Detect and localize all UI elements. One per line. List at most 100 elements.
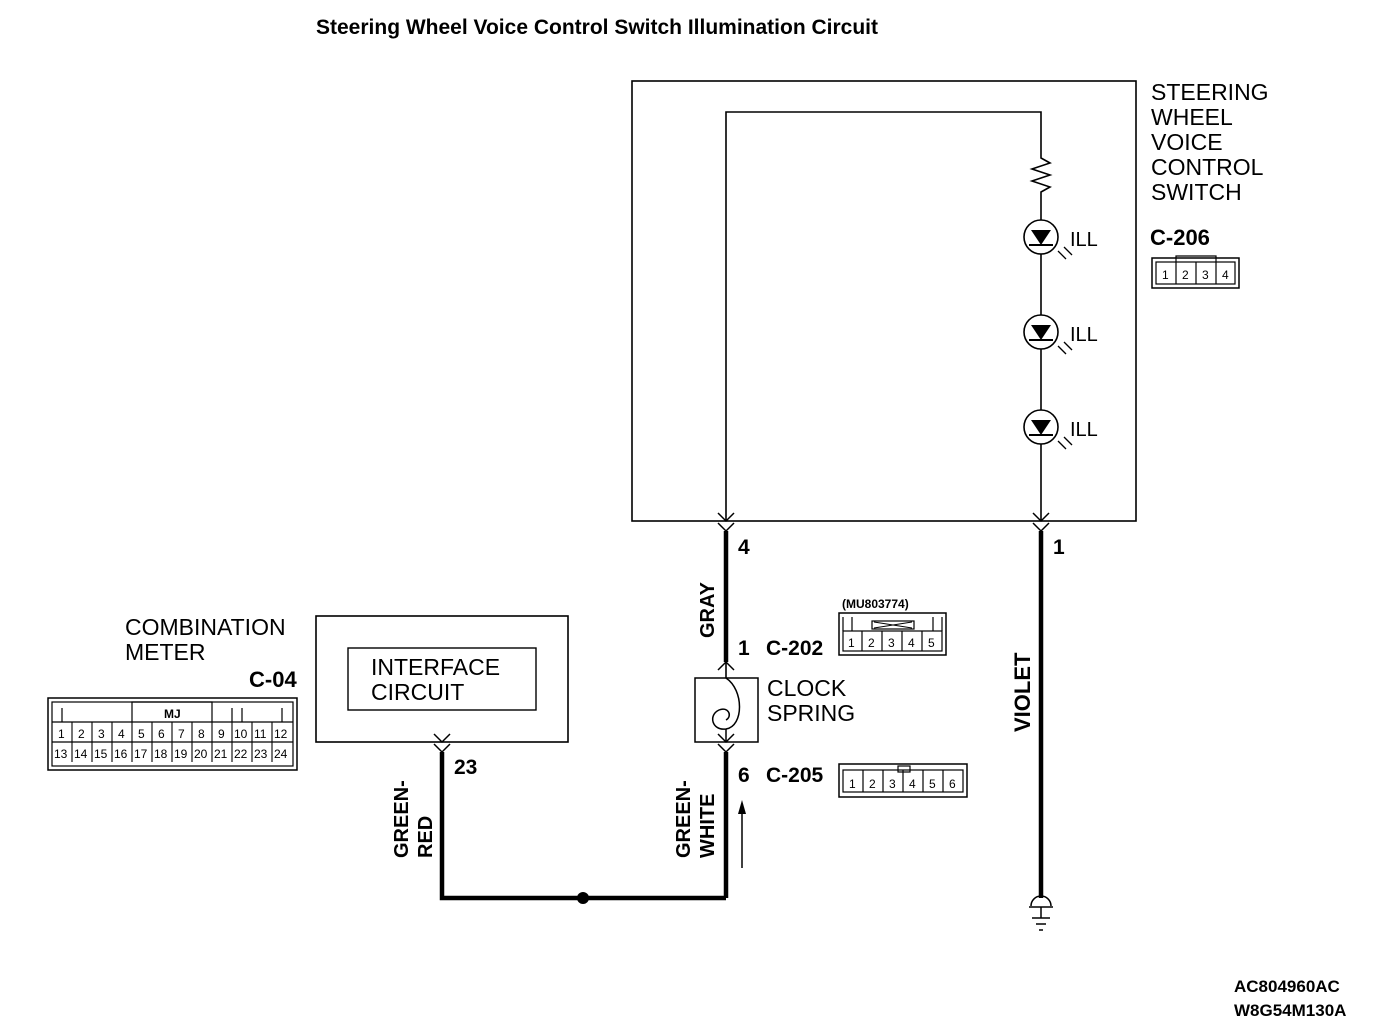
svg-text:5: 5 — [138, 727, 145, 741]
svg-text:1: 1 — [58, 727, 65, 741]
connector-c04-label: C-04 — [249, 667, 297, 692]
svg-text:10: 10 — [234, 727, 248, 741]
connector-c205-icon: 1 2 3 4 5 6 — [838, 763, 968, 798]
wire-label-gray: GRAY — [697, 581, 719, 638]
svg-text:SPRING: SPRING — [767, 700, 855, 726]
svg-text:14: 14 — [74, 747, 88, 761]
svg-text:3: 3 — [98, 727, 105, 741]
svg-text:24: 24 — [274, 747, 288, 761]
green-red-wire — [439, 752, 726, 901]
pin-label-4: 4 — [738, 536, 750, 559]
svg-text:15: 15 — [94, 747, 108, 761]
terminal-chevron-icon — [717, 522, 735, 533]
svg-text:1: 1 — [848, 636, 855, 650]
connector-c206-icon: 1 2 3 4 — [1151, 255, 1240, 289]
svg-text:19: 19 — [174, 747, 188, 761]
led-icon — [1023, 409, 1073, 450]
svg-text:21: 21 — [214, 747, 228, 761]
current-direction-arrow-icon — [738, 800, 746, 868]
pin-label-1: 1 — [1053, 536, 1065, 559]
part-number: (MU803774) — [842, 597, 909, 611]
switch-name: STEERING WHEEL VOICE CONTROL SWITCH — [1151, 79, 1269, 205]
svg-text:11: 11 — [254, 727, 267, 741]
diagram-code: W8G54M130A — [1234, 1001, 1346, 1020]
clock-spring-icon — [694, 677, 759, 743]
svg-text:8: 8 — [198, 727, 205, 741]
svg-text:METER: METER — [125, 639, 206, 665]
svg-text:WHEEL: WHEEL — [1151, 104, 1233, 130]
ill-label: ILL — [1070, 324, 1098, 346]
svg-text:GREEN-: GREEN- — [391, 780, 413, 858]
svg-text:2: 2 — [868, 636, 875, 650]
svg-text:23: 23 — [254, 747, 268, 761]
diagram-code: AC804960AC — [1234, 977, 1340, 996]
svg-text:1: 1 — [1162, 268, 1169, 282]
svg-text:4: 4 — [118, 727, 125, 741]
svg-text:3: 3 — [889, 777, 896, 791]
switch-box — [631, 80, 1137, 522]
pin-label-c205: 6 — [738, 764, 750, 787]
svg-text:STEERING: STEERING — [1151, 79, 1269, 105]
pin-label-c202: 1 — [738, 637, 750, 660]
connector-c206-label: C-206 — [1150, 225, 1210, 250]
svg-text:4: 4 — [1222, 268, 1229, 282]
ill-label: ILL — [1070, 419, 1098, 441]
connector-c202-icon: 1 2 3 4 5 — [838, 612, 947, 656]
svg-text:WHITE: WHITE — [697, 794, 719, 858]
svg-text:5: 5 — [929, 777, 936, 791]
svg-text:GREEN-: GREEN- — [673, 780, 695, 858]
svg-text:4: 4 — [908, 636, 915, 650]
interface-circuit-box — [347, 647, 537, 711]
pin-label-23: 23 — [454, 756, 477, 779]
svg-text:12: 12 — [274, 727, 288, 741]
svg-text:2: 2 — [869, 777, 876, 791]
switch-internal-wire — [725, 111, 1042, 521]
terminal-chevron-icon — [433, 743, 451, 754]
clock-spring-name: CLOCK SPRING — [767, 675, 855, 726]
terminal-chevron-icon — [717, 743, 735, 754]
led-icon — [1023, 314, 1073, 355]
interface-circuit-label: INTERFACE CIRCUIT — [371, 654, 500, 705]
terminal-chevron-icon — [717, 733, 735, 744]
svg-text:22: 22 — [234, 747, 248, 761]
wire-label-green-white: GREEN- WHITE — [673, 780, 719, 858]
svg-text:2: 2 — [1182, 268, 1189, 282]
connector-c205-label: C-205 — [766, 764, 824, 787]
svg-text:INTERFACE: INTERFACE — [371, 654, 500, 680]
diagram-title: Steering Wheel Voice Control Switch Illu… — [316, 16, 878, 39]
svg-text:6: 6 — [949, 777, 956, 791]
svg-text:CONTROL: CONTROL — [1151, 154, 1264, 180]
ill-label: ILL — [1070, 229, 1098, 251]
svg-text:RED: RED — [415, 816, 437, 858]
terminal-chevron-icon — [1032, 522, 1050, 533]
connector-c04-icon: MJ 1 2 3 4 5 6 7 8 9 10 11 12 13 14 15 1… — [47, 697, 298, 771]
svg-text:7: 7 — [178, 727, 185, 741]
svg-text:2: 2 — [78, 727, 85, 741]
splice-point — [577, 892, 589, 904]
svg-text:5: 5 — [928, 636, 935, 650]
svg-text:20: 20 — [194, 747, 208, 761]
svg-text:17: 17 — [134, 747, 148, 761]
svg-text:VOICE: VOICE — [1151, 129, 1223, 155]
svg-text:16: 16 — [114, 747, 128, 761]
svg-text:CLOCK: CLOCK — [767, 675, 847, 701]
svg-text:COMBINATION: COMBINATION — [125, 614, 286, 640]
svg-text:1: 1 — [849, 777, 856, 791]
terminal-chevron-icon — [433, 733, 451, 744]
svg-text:9: 9 — [218, 727, 225, 741]
led-icon — [1023, 219, 1073, 260]
svg-text:SWITCH: SWITCH — [1151, 179, 1242, 205]
connector-c202-label: C-202 — [766, 637, 823, 660]
terminal-chevron-icon — [717, 512, 735, 523]
svg-text:6: 6 — [158, 727, 165, 741]
combination-meter-name: COMBINATION METER — [125, 614, 286, 665]
svg-text:CIRCUIT: CIRCUIT — [371, 679, 464, 705]
svg-text:4: 4 — [909, 777, 916, 791]
wire-label-green-red: GREEN- RED — [391, 780, 437, 858]
resistor-icon — [1029, 152, 1053, 198]
terminal-chevron-icon — [1032, 512, 1050, 523]
ground-icon — [1029, 895, 1053, 931]
svg-text:18: 18 — [154, 747, 168, 761]
mj-label: MJ — [164, 707, 181, 721]
